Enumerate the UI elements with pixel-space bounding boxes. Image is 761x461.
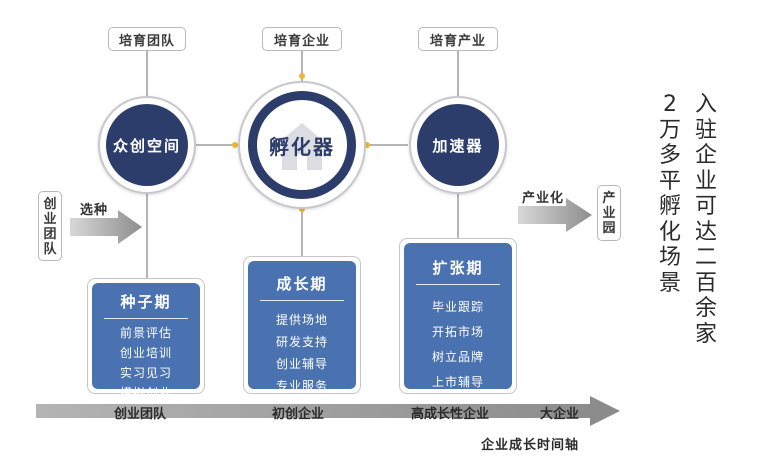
junction-dot-bottom xyxy=(299,206,305,212)
team-char: 队 xyxy=(43,241,57,257)
entrepreneur-team-box: 创 业 团 队 xyxy=(38,191,62,261)
statement-char: 2 xyxy=(663,92,677,117)
statement-companies: 入 驻 企 业 可 达 二 百 余 家 xyxy=(692,92,720,347)
expansion-stage-title: 扩张期 xyxy=(432,259,484,277)
statement-char: 可 xyxy=(694,194,717,219)
statement-char: 企 xyxy=(694,143,717,168)
timeline-label-high-growth: 高成长性企业 xyxy=(411,407,490,422)
team-char: 业 xyxy=(43,211,57,227)
statement-char: 余 xyxy=(694,296,717,321)
card-divider xyxy=(416,284,500,285)
industrialize-arrow xyxy=(518,198,592,232)
timeline-title: 企业成长时间轴 xyxy=(481,438,580,453)
incubator-label: 孵化器 xyxy=(269,134,335,159)
growth-stage-card: 成长期 提供场地 研发支持 创业辅导 专业服务 xyxy=(248,261,356,393)
tag-cultivate-company: 培育企业 xyxy=(262,27,342,51)
junction-dot-left xyxy=(232,142,238,148)
industrialize-label: 产业化 xyxy=(522,191,565,206)
statement-area: 2 万 多 平 孵 化 场 景 xyxy=(656,92,684,296)
statement-char: 化 xyxy=(658,219,681,245)
seed-stage-title: 种子期 xyxy=(120,293,172,311)
statement-char: 平 xyxy=(658,168,681,194)
statement-char: 多 xyxy=(658,143,681,168)
statement-char: 场 xyxy=(658,245,681,270)
statement-char: 业 xyxy=(694,168,717,194)
accelerator-label: 加速器 xyxy=(432,136,484,155)
incubator-circle: 孵化器 xyxy=(248,91,356,199)
statement-char: 入 xyxy=(694,92,717,117)
maker-space-circle: 众创空间 xyxy=(106,104,188,186)
timeline-label-large: 大企业 xyxy=(540,407,580,422)
timeline-arrow xyxy=(36,396,620,426)
card-item: 模拟创业 xyxy=(119,386,172,400)
tag-cultivate-team: 培育团队 xyxy=(108,27,186,51)
card-item: 上市辅导 xyxy=(431,375,484,389)
team-char: 团 xyxy=(43,226,57,242)
accelerator-circle: 加速器 xyxy=(417,104,499,186)
card-item: 研发支持 xyxy=(275,335,328,349)
select-arrow xyxy=(70,210,142,244)
card-item: 前景评估 xyxy=(119,326,172,340)
card-item: 实习见习 xyxy=(119,366,172,380)
statement-char: 万 xyxy=(658,117,681,143)
house-icon xyxy=(276,123,328,170)
park-char: 业 xyxy=(602,206,616,221)
statement-char: 二 xyxy=(694,245,717,270)
park-char: 园 xyxy=(602,221,616,236)
industrial-park-box: 产 业 园 xyxy=(597,185,621,241)
junction-dot-top xyxy=(299,73,305,79)
seed-stage-card: 种子期 前景评估 创业培训 实习见习 模拟创业 xyxy=(92,283,200,400)
card-item: 创业辅导 xyxy=(275,357,328,371)
select-label: 选种 xyxy=(80,203,109,218)
card-item: 树立品牌 xyxy=(431,350,484,364)
maker-space-label: 众创空间 xyxy=(112,136,181,155)
statement-char: 达 xyxy=(694,219,717,245)
card-item: 毕业跟踪 xyxy=(431,300,484,314)
card-item: 专业服务 xyxy=(275,379,328,393)
park-char: 产 xyxy=(602,191,616,206)
card-divider xyxy=(260,300,344,301)
statement-char: 孵 xyxy=(658,194,681,219)
statement-char: 家 xyxy=(694,321,717,347)
card-item: 开拓市场 xyxy=(431,325,484,339)
card-item: 创业培训 xyxy=(119,346,172,360)
card-item: 提供场地 xyxy=(275,313,328,327)
card-divider xyxy=(104,318,188,319)
statement-char: 景 xyxy=(658,270,681,296)
timeline-label-team: 创业团队 xyxy=(114,407,167,422)
timeline-label-startup: 初创企业 xyxy=(272,407,325,422)
tag-cultivate-industry: 培育产业 xyxy=(418,27,498,51)
expansion-stage-card: 扩张期 毕业跟踪 开拓市场 树立品牌 上市辅导 xyxy=(404,243,512,389)
growth-stage-title: 成长期 xyxy=(276,275,328,293)
statement-char: 百 xyxy=(694,270,717,296)
junction-dot-right xyxy=(364,142,370,148)
team-char: 创 xyxy=(43,196,57,212)
statement-char: 驻 xyxy=(694,117,717,143)
